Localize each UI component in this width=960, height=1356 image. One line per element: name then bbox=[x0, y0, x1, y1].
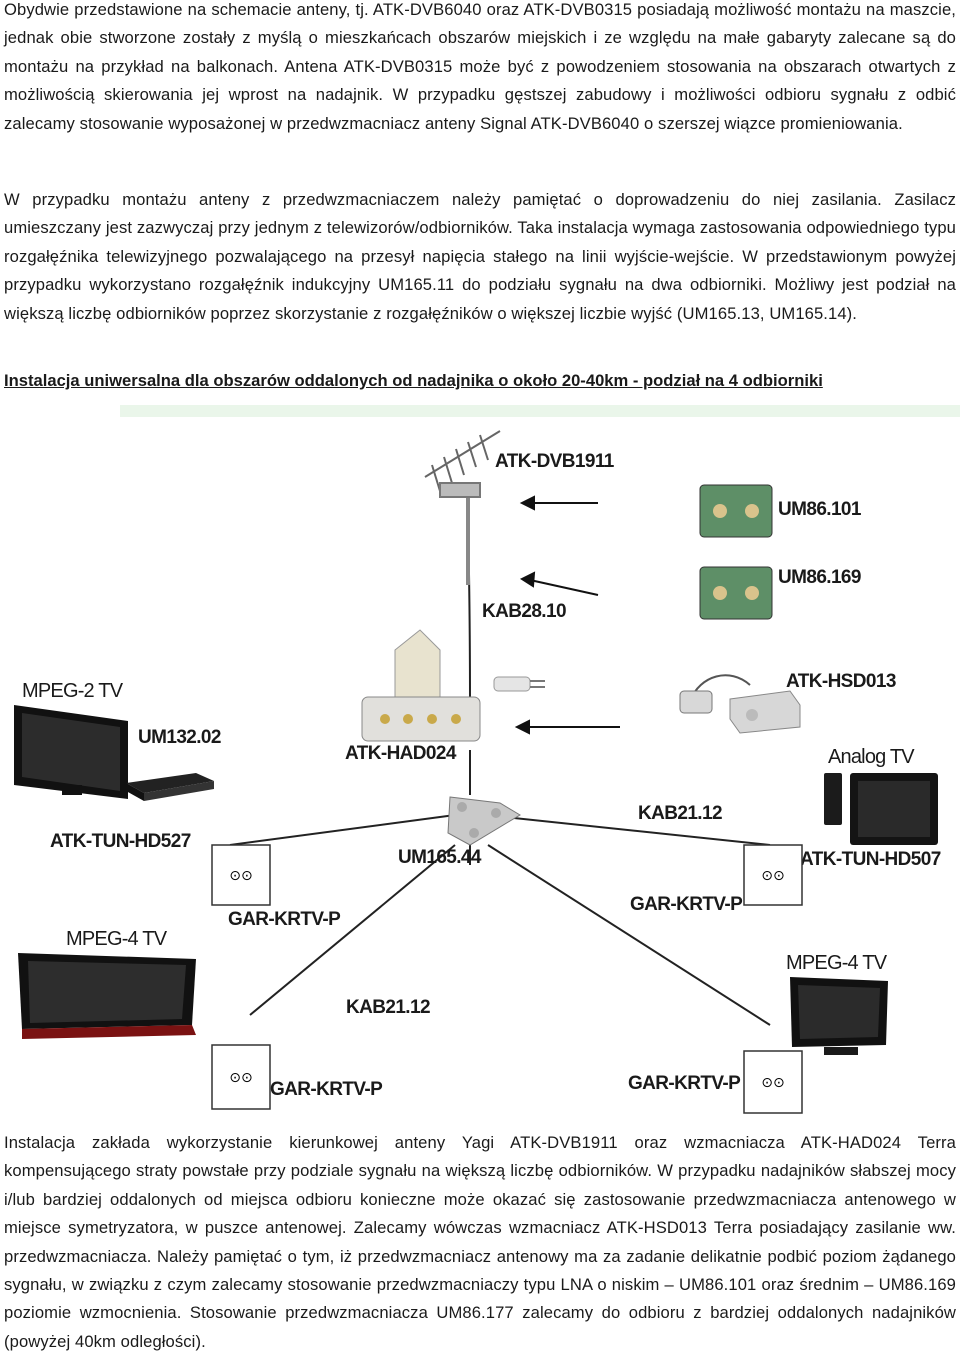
socket-4-glyph: ⊙⊙ bbox=[761, 1075, 784, 1091]
socket-4: ⊙⊙ bbox=[743, 1050, 803, 1114]
decoder-left-icon bbox=[126, 773, 214, 801]
cable-top-label: KAB28.10 bbox=[482, 601, 566, 622]
yagi-antenna-icon bbox=[424, 430, 501, 585]
cable-bottom-label: KAB21.12 bbox=[346, 997, 430, 1018]
tv-bottom-right-label: MPEG-4 TV bbox=[786, 952, 888, 974]
socket-2-label: GAR-KRTV-P bbox=[630, 894, 743, 915]
tv-analog-icon bbox=[824, 773, 938, 845]
splitter-icon bbox=[447, 796, 521, 846]
cable-lines bbox=[229, 524, 771, 1026]
tv-bottom-right-icon bbox=[790, 977, 888, 1055]
preamp-1-label: UM86.101 bbox=[778, 499, 862, 520]
tuner-right-label: ATK-TUN-HD507 bbox=[800, 849, 941, 870]
tv-bottom-left-icon bbox=[18, 953, 196, 1039]
splitter-label: UM165.44 bbox=[398, 847, 482, 868]
tv-bottom-left-label: MPEG-4 TV bbox=[66, 928, 168, 950]
socket-2: ⊙⊙ bbox=[743, 844, 803, 906]
socket-1-label: GAR-KRTV-P bbox=[228, 909, 341, 930]
power-plug-icon bbox=[493, 676, 545, 692]
power-supply-paragraph: W przypadku montażu anteny z przedwzmacn… bbox=[4, 190, 956, 323]
decoder-left-label: UM132.02 bbox=[138, 727, 221, 748]
cable-mid-label: KAB21.12 bbox=[638, 803, 722, 824]
amplifier-icon bbox=[361, 629, 481, 742]
amplifier-label: ATK-HAD024 bbox=[345, 743, 457, 764]
amp-alt-label: ATK-HSD013 bbox=[786, 671, 896, 692]
socket-1: ⊙⊙ bbox=[211, 844, 271, 906]
tv-top-left-icon bbox=[14, 705, 128, 799]
description-paragraph: Instalacja zakłada wykorzystanie kierunk… bbox=[4, 1133, 956, 1351]
socket-1-glyph: ⊙⊙ bbox=[229, 868, 252, 884]
tv-top-left-label: MPEG-2 TV bbox=[22, 680, 124, 702]
arrows bbox=[514, 495, 620, 735]
antenna-label: ATK-DVB1911 bbox=[495, 451, 615, 472]
socket-3: ⊙⊙ bbox=[211, 1044, 271, 1110]
tv-analog-label: Analog TV bbox=[828, 746, 915, 768]
tuner-left-label: ATK-TUN-HD527 bbox=[50, 831, 191, 852]
socket-4-label: GAR-KRTV-P bbox=[628, 1073, 741, 1094]
preamp-2-icon bbox=[699, 566, 773, 620]
intro-paragraph: Obydwie przedstawione na schemacie anten… bbox=[4, 0, 956, 133]
preamp-1-icon bbox=[699, 484, 773, 538]
socket-2-glyph: ⊙⊙ bbox=[761, 868, 784, 884]
preamp-2-label: UM86.169 bbox=[778, 567, 861, 588]
installation-diagram: ATK-DVB1911 UM86.101 UM86.169 KAB28.10 M… bbox=[14, 405, 960, 1114]
socket-3-glyph: ⊙⊙ bbox=[229, 1070, 252, 1086]
backdrop-band bbox=[120, 405, 960, 417]
socket-3-label: GAR-KRTV-P bbox=[270, 1079, 383, 1100]
amp-alt-icon bbox=[679, 674, 801, 734]
section-heading: Instalacja uniwersalna dla obszarów odda… bbox=[4, 371, 823, 390]
